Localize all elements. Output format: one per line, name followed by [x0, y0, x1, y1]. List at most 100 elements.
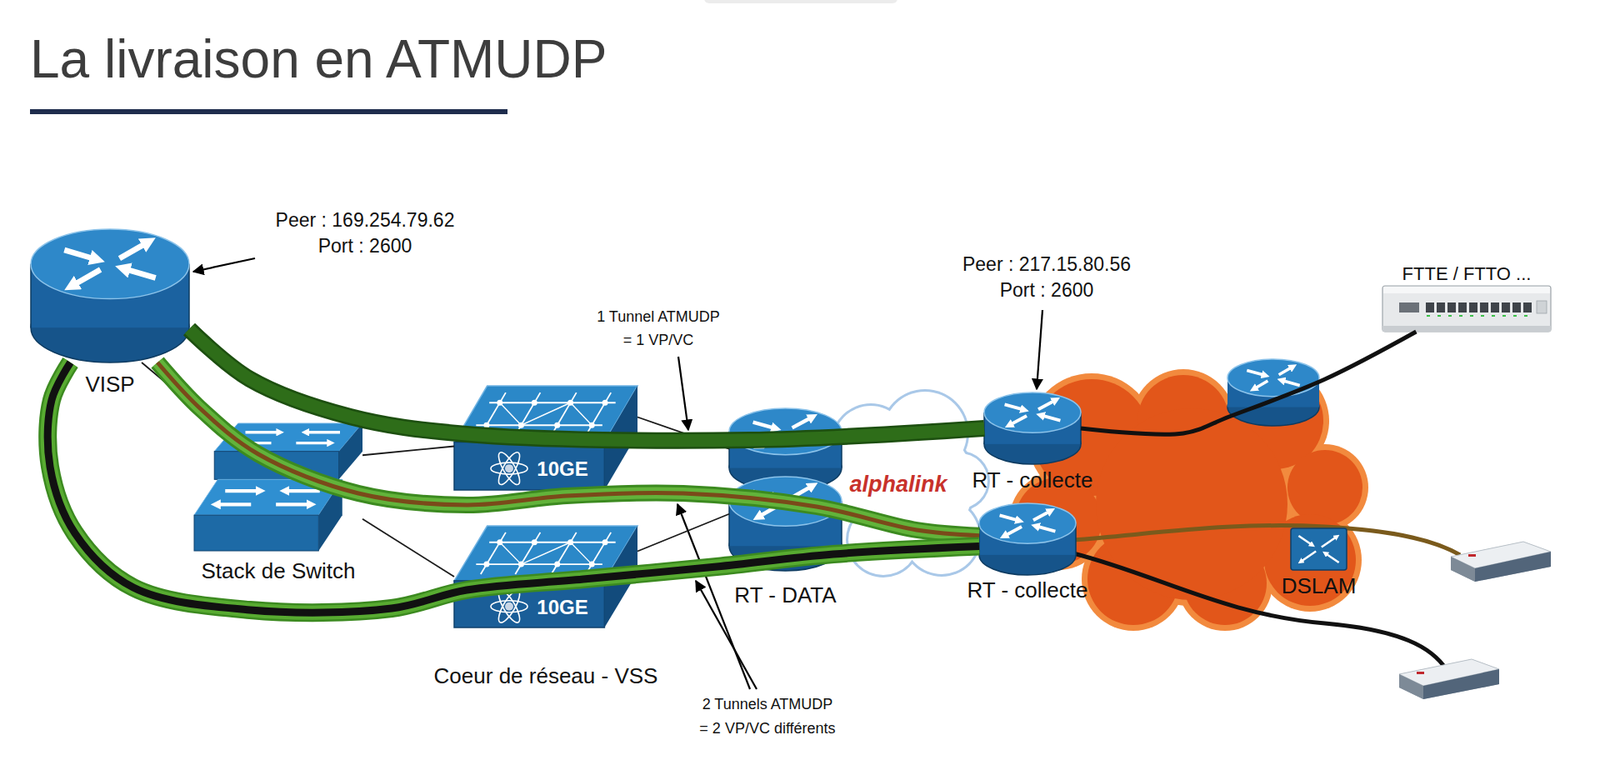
- core-mesh-dot: [602, 400, 609, 406]
- atmudp-tunnel: [47, 362, 980, 613]
- device-body: [1382, 285, 1551, 332]
- device-port: [1480, 302, 1489, 313]
- connector-group: [141, 362, 215, 424]
- callout-arrow: [193, 258, 255, 272]
- core-mesh-dot: [518, 422, 525, 429]
- device-port: [1469, 302, 1478, 313]
- core-mesh: [480, 392, 506, 435]
- device-port: [1399, 302, 1420, 313]
- node-icon: [30, 229, 190, 363]
- router-edge: [840, 501, 843, 547]
- device-led: [1448, 315, 1452, 317]
- core-atom: [490, 462, 528, 475]
- modem-logo: [1468, 554, 1476, 557]
- connector-group: [637, 514, 730, 552]
- modem-logo: [1416, 671, 1425, 675]
- switch-front: [194, 515, 319, 551]
- core-front: [454, 580, 605, 628]
- device-top: [1383, 286, 1550, 294]
- router-edge: [840, 431, 843, 469]
- router-edge: [1075, 523, 1077, 555]
- core-mesh-dot: [496, 400, 503, 406]
- device-label: FTTE / FTTO ...: [1402, 263, 1532, 285]
- router-icon: VISP: [30, 229, 190, 363]
- link-line: [362, 519, 455, 577]
- router-arrow: [75, 269, 100, 284]
- dslam-arrow: [1321, 537, 1336, 548]
- device-led: [1502, 315, 1506, 317]
- core-mesh-dot: [554, 422, 560, 429]
- core-mesh: [500, 542, 522, 565]
- router-arrow: [64, 250, 93, 259]
- connector-group: [47, 362, 980, 613]
- device-port: [1523, 302, 1532, 313]
- device-port: [1490, 302, 1500, 313]
- modem-side: [1450, 556, 1475, 582]
- device-base: [1382, 325, 1551, 332]
- core-mesh-dot: [567, 539, 574, 545]
- router-top: [1227, 359, 1320, 397]
- router-top: [729, 476, 842, 526]
- atmudp-tunnel: [189, 329, 985, 441]
- core-mesh: [475, 563, 603, 565]
- core-atom-center: [505, 464, 514, 473]
- device-port: [1512, 302, 1521, 313]
- peer-callout: Peer : 169.254.79.62 Port : 2600: [265, 207, 465, 260]
- tunnel-stripe: [157, 362, 980, 536]
- router-arrow: [1000, 515, 1018, 520]
- atmudp-tunnel: [157, 362, 980, 536]
- router-arrow: [1283, 380, 1300, 385]
- switch-arrow: [287, 489, 320, 493]
- core-mesh: [500, 402, 522, 425]
- icon-group: [454, 525, 638, 628]
- router-arrow: [792, 418, 811, 429]
- router-arrow: [1038, 526, 1056, 532]
- core-mesh-dot: [518, 561, 525, 568]
- connector-group: [362, 446, 455, 456]
- switch-front: [214, 451, 339, 480]
- device-label: RT - collecte: [972, 468, 1094, 494]
- icon-group: [979, 503, 1076, 575]
- switch-top: [214, 423, 363, 452]
- core-mesh: [489, 401, 616, 404]
- subscriber-line: [1073, 553, 1447, 670]
- device-port: [1501, 302, 1510, 313]
- access-line: [1080, 331, 1416, 435]
- connector-group: [189, 329, 985, 441]
- core-atom: [495, 450, 524, 488]
- router-arrow: [1279, 367, 1292, 375]
- connector-group: [157, 362, 980, 536]
- fiber-device: FTTE / FTTO ...: [1382, 285, 1551, 332]
- router-arrow: [1246, 370, 1264, 375]
- slide-title: La livraison en ATMUDP: [30, 29, 607, 91]
- router-arrow: [119, 244, 145, 259]
- router-arrow: [753, 422, 774, 429]
- router-edge: [30, 264, 32, 328]
- device-port: [1458, 302, 1467, 313]
- device-led: [1524, 315, 1528, 317]
- core-mesh-dot: [483, 422, 490, 429]
- core-mesh: [480, 532, 506, 575]
- device-port: [1425, 302, 1435, 313]
- connector-group: [637, 417, 730, 450]
- core-atom: [490, 600, 528, 613]
- core-mesh: [515, 532, 540, 575]
- device-label: VISP: [85, 372, 135, 398]
- switch-side: [318, 479, 342, 551]
- tunnel-callout: 1 Tunnel ATMUDP = 1 VP/VC: [592, 305, 725, 352]
- icon-group: [194, 423, 363, 551]
- device-led: [1470, 315, 1474, 317]
- modem-icon: [1399, 659, 1500, 700]
- modem-front: [1423, 669, 1500, 700]
- link-line: [637, 514, 730, 552]
- core-mesh-dot: [496, 539, 503, 545]
- switch-arrow: [239, 441, 272, 445]
- switch-arrow: [295, 441, 329, 445]
- node-icon: [1382, 285, 1551, 332]
- dslam-arrow: [1298, 535, 1311, 545]
- switch-top: [194, 479, 343, 515]
- tunnel-stripe: [47, 362, 980, 613]
- tunnel-stripe: [157, 362, 980, 536]
- node-icon: [984, 392, 1081, 465]
